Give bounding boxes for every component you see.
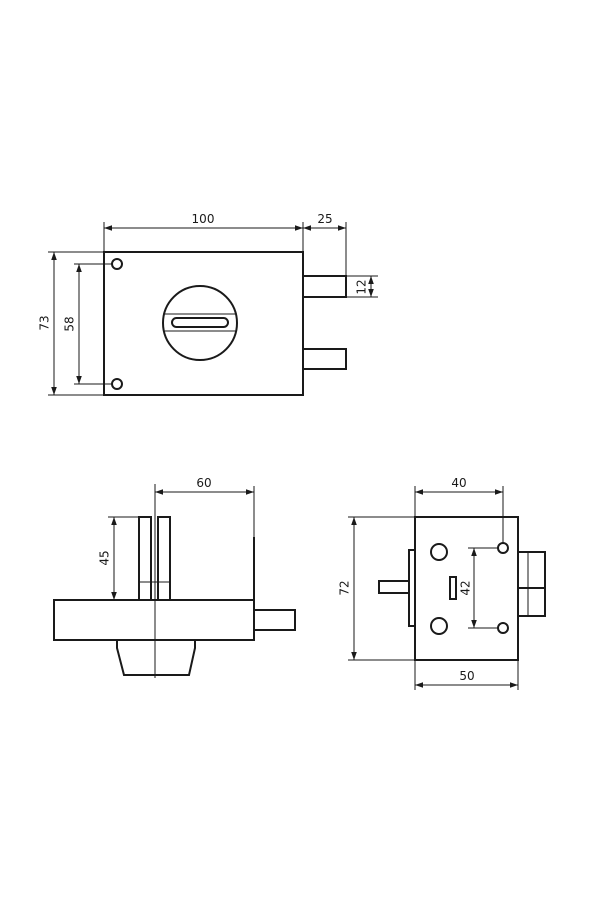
front-key-slot [171,317,229,328]
dim-label-front-height: 73 [38,315,52,330]
front-bolt-top [302,275,347,298]
top-bolt [253,609,296,631]
top-cylinder-knob [116,640,196,676]
dim-label-front-width: 100 [192,212,215,226]
top-lock-body [53,599,255,641]
dim-label-side-hole-spacing: 42 [459,580,473,595]
side-fixing-hole-bottom [497,622,509,634]
dim-label-cylinder-height: 45 [98,550,112,565]
dim-label-side-width-top: 40 [451,476,466,490]
dim-label-hole-spacing: 58 [63,316,77,331]
front-lock-body [103,251,304,396]
front-screw-hole-bottom [111,378,123,390]
dim-label-cylinder-offset: 60 [196,476,211,490]
side-key-slot [449,576,457,600]
dim-label-bolt-projection: 25 [317,212,332,226]
side-bolt-bottom [517,587,546,617]
front-screw-hole-top [111,258,123,270]
dim-label-side-width-bottom: 50 [459,669,474,683]
side-spindle [378,580,410,594]
front-bolt-bottom [302,348,347,370]
top-cylinder-bar-left [138,516,152,601]
side-fixing-hole-top [497,542,509,554]
top-cylinder-bar-right [157,516,171,601]
side-bolt-top [517,551,546,589]
side-cylinder-hole-top [430,543,448,561]
side-cylinder-hole-bottom [430,617,448,635]
front-cylinder [162,285,238,361]
side-view: 40 72 42 50 [338,476,546,690]
dim-label-bolt-thickness: 12 [355,279,369,294]
top-view: 60 45 [53,476,296,678]
dim-label-side-height: 72 [338,580,352,595]
front-view: 100 25 12 73 58 [38,212,378,396]
